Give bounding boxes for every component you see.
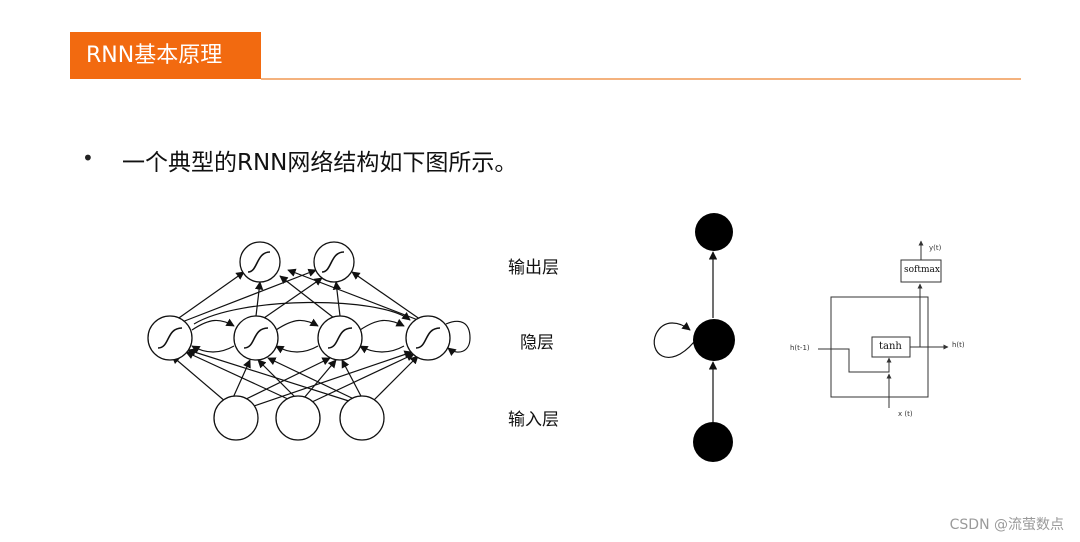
title-divider [261,78,1021,80]
folded-output-node [695,213,733,251]
folded-input-node [693,422,733,462]
folded-hidden-node [693,319,735,361]
watermark: CSDN @流萤数点 [949,517,1064,533]
label-input-layer: 输入层 [508,410,559,430]
hidden-neuron-4 [405,315,451,361]
output-neuron-1 [239,241,281,283]
folded-rnn-diagram [653,213,735,462]
input-neuron-1 [213,395,259,441]
input-neurons [213,395,385,441]
cell-input-label: x (t) [898,410,913,418]
hidden-to-output-edges [175,268,425,323]
input-neuron-2 [275,395,321,441]
sigmoid-icons [157,251,441,349]
tanh-label: tanh [879,341,902,352]
hidden-neuron-1 [147,315,193,361]
cell-output-label: y(t) [929,244,942,252]
label-output-layer: 输出层 [508,258,559,278]
rnn-cell-diagram [818,240,949,408]
slide-title: RNN基本原理 [70,32,261,79]
bullet-text: 一个典型的RNN网络结构如下图所示。 [122,150,518,176]
next-hidden-label: h(t) [952,341,965,349]
output-neuron-2 [313,241,355,283]
network-diagram [147,241,471,441]
prev-hidden-label: h(t-1) [790,344,810,352]
bullet-marker: • [82,146,94,170]
input-neuron-3 [339,395,385,441]
recurrent-edges [191,301,471,356]
label-hidden-layer: 隐层 [520,333,554,353]
hidden-neuron-2 [233,315,279,361]
hidden-neuron-3 [317,315,363,361]
hidden-neurons [147,315,451,361]
input-to-hidden-edges [171,348,419,409]
softmax-label: softmax [904,265,940,275]
